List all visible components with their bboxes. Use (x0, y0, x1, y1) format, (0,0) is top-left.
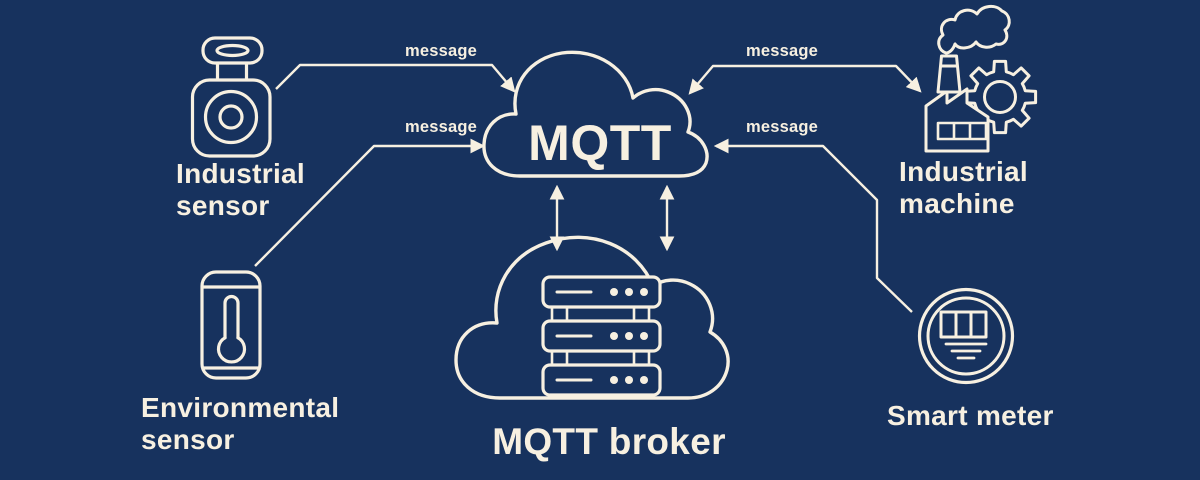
arrow-smart-meter-to-mqtt (713, 138, 913, 313)
mqtt-cloud-title: MQTT (528, 115, 672, 171)
smart-meter-label: Smart meter (887, 400, 1054, 431)
arrow-environmental-sensor-to-mqtt (254, 138, 486, 267)
mqtt-broker-label: MQTT broker (492, 421, 726, 462)
message-label-smart-meter: message (745, 118, 819, 136)
message-label-industrial-machine: message (745, 42, 819, 60)
arrow-industrial-machine-mqtt-bidirectional (688, 64, 922, 95)
message-label-industrial-sensor: message (404, 42, 478, 60)
environmental-sensor-label: Environmental sensor (141, 392, 340, 455)
smoke-icon (937, 5, 1011, 55)
message-label-environmental-sensor: message (404, 118, 478, 136)
broker-cloud-icon (454, 235, 730, 400)
industrial-machine-icon (924, 5, 1038, 153)
industrial-machine-label: Industrial machine (899, 156, 1029, 219)
smart-meter-icon (917, 287, 1015, 385)
industrial-sensor-icon (190, 36, 272, 158)
mqtt-cloud-icon (482, 50, 709, 178)
arrow-industrial-sensor-to-mqtt (275, 63, 516, 93)
industrial-sensor-label: Industrial sensor (176, 158, 306, 221)
environmental-sensor-icon (200, 270, 262, 380)
server-stack-icon (541, 275, 662, 397)
